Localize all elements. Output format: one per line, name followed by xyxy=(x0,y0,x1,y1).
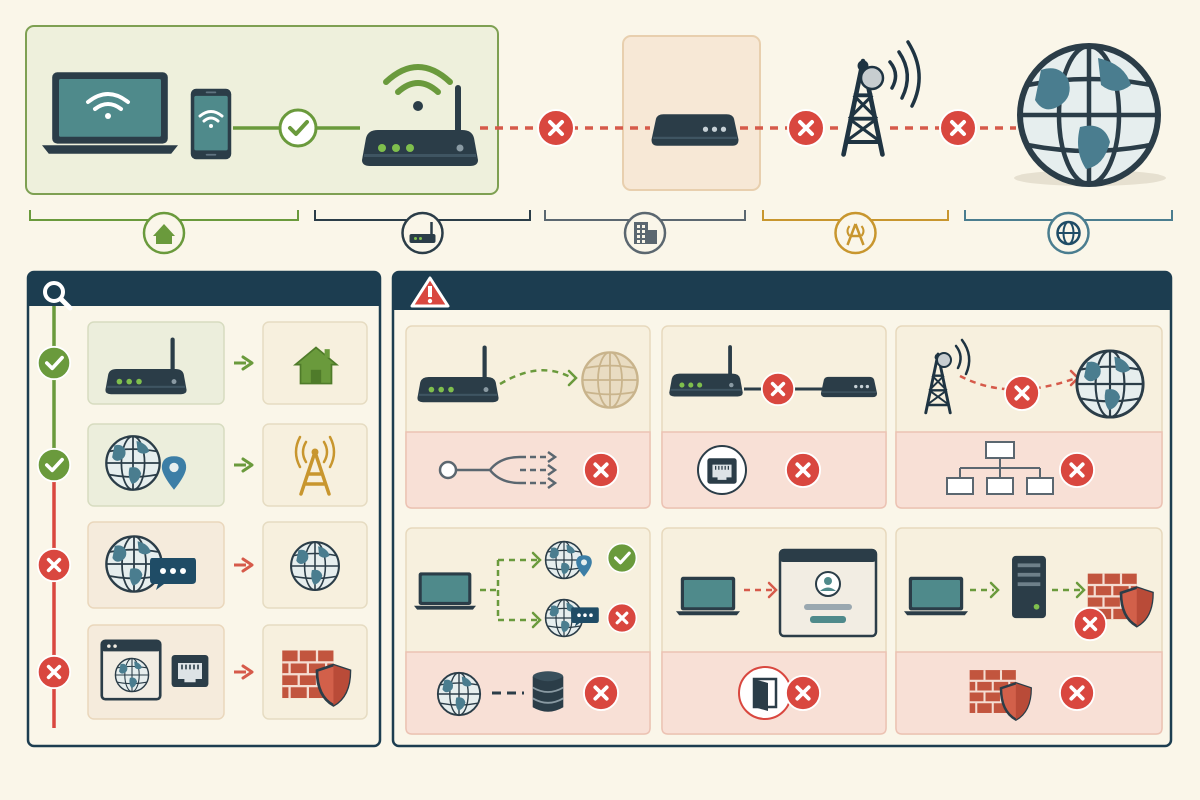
diagnosis-step-4[interactable] xyxy=(36,624,368,720)
link-fail-x-icon xyxy=(536,108,576,148)
segment-office-building xyxy=(544,210,746,255)
router-icon xyxy=(409,222,436,243)
issue-bottom-dns-server-database xyxy=(436,670,565,717)
diagnosis-step-3[interactable] xyxy=(36,521,368,609)
issue-top-router-to-modem-broken xyxy=(668,345,878,407)
issue-card-2[interactable] xyxy=(661,325,887,509)
issue-bottom-network-hierarchy xyxy=(946,441,1054,495)
segment-router xyxy=(314,210,531,255)
issue-bottom-routing-split xyxy=(438,450,558,490)
issue-card-detail xyxy=(405,431,651,509)
internet-globe[interactable] xyxy=(1014,46,1166,186)
link-fail-x-icon xyxy=(786,108,826,148)
issue-card-5[interactable] xyxy=(661,527,887,735)
wifi-signal-icon xyxy=(383,64,453,111)
warning-icon xyxy=(410,276,450,308)
issue-fail-x-icon xyxy=(784,451,822,489)
issue-card-3[interactable] xyxy=(895,325,1163,509)
cell-tower-icon xyxy=(846,223,865,246)
wifi-icon xyxy=(86,92,130,119)
issue-top-router-no-internet xyxy=(417,348,639,409)
isp-modem-device[interactable] xyxy=(651,114,739,146)
issue-top-dns-lookup-partial xyxy=(414,540,638,638)
step-ok-check-icon xyxy=(36,345,72,381)
step-arrow xyxy=(234,557,254,573)
office-building-icon xyxy=(634,222,657,244)
network-topology-strip xyxy=(25,25,1166,195)
issue-card-1[interactable] xyxy=(405,325,651,509)
smartphone-device[interactable] xyxy=(190,88,232,160)
issue-bottom-door-exit xyxy=(738,666,792,720)
issues-header-bar xyxy=(393,272,1171,310)
step-fail-x-icon xyxy=(36,654,72,690)
issue-top-captive-portal-login xyxy=(676,548,878,638)
step-target-box xyxy=(262,423,368,507)
issue-fail-x-icon xyxy=(582,451,620,489)
link-ok-check-icon xyxy=(278,108,318,148)
issue-card-detail xyxy=(661,431,887,509)
issue-fail-x-icon xyxy=(1058,674,1096,712)
cell-tower-device[interactable] xyxy=(844,40,921,154)
issue-top-tower-to-internet-broken xyxy=(923,338,1145,419)
segment-globe xyxy=(964,210,1173,255)
diagnosis-step-2[interactable] xyxy=(36,423,368,507)
issue-bottom-ethernet-port xyxy=(697,445,747,495)
segment-home xyxy=(29,210,299,255)
link-fail-x-icon xyxy=(938,108,978,148)
step-fail-x-icon xyxy=(36,547,72,583)
step-arrow xyxy=(234,664,254,680)
issue-fail-x-icon xyxy=(582,674,620,712)
globe-icon xyxy=(1056,220,1081,246)
step-arrow xyxy=(234,457,254,473)
laptop-device[interactable] xyxy=(42,72,178,154)
step-ok-check-icon xyxy=(36,447,72,483)
issue-card-6[interactable] xyxy=(895,527,1163,735)
step-arrow xyxy=(234,355,254,371)
issue-card-4[interactable] xyxy=(405,527,651,735)
isp-office-panel xyxy=(622,35,761,191)
diagnosis-header-bar xyxy=(28,272,380,306)
wifi-icon xyxy=(198,110,224,128)
home-icon xyxy=(153,224,175,244)
diagnosis-step-1[interactable] xyxy=(36,321,368,405)
broadcast-waves-icon xyxy=(888,40,921,108)
segment-brackets xyxy=(29,210,1173,255)
issue-fail-x-icon xyxy=(1058,451,1096,489)
cell-tower-icon xyxy=(294,435,336,496)
issue-card-detail xyxy=(895,431,1163,509)
segment-cell-tower xyxy=(762,210,949,255)
globe-icon xyxy=(290,541,340,591)
issue-fail-x-icon xyxy=(784,674,822,712)
issue-top-server-firewall-block xyxy=(904,555,1154,642)
magnifier-icon xyxy=(43,281,73,311)
